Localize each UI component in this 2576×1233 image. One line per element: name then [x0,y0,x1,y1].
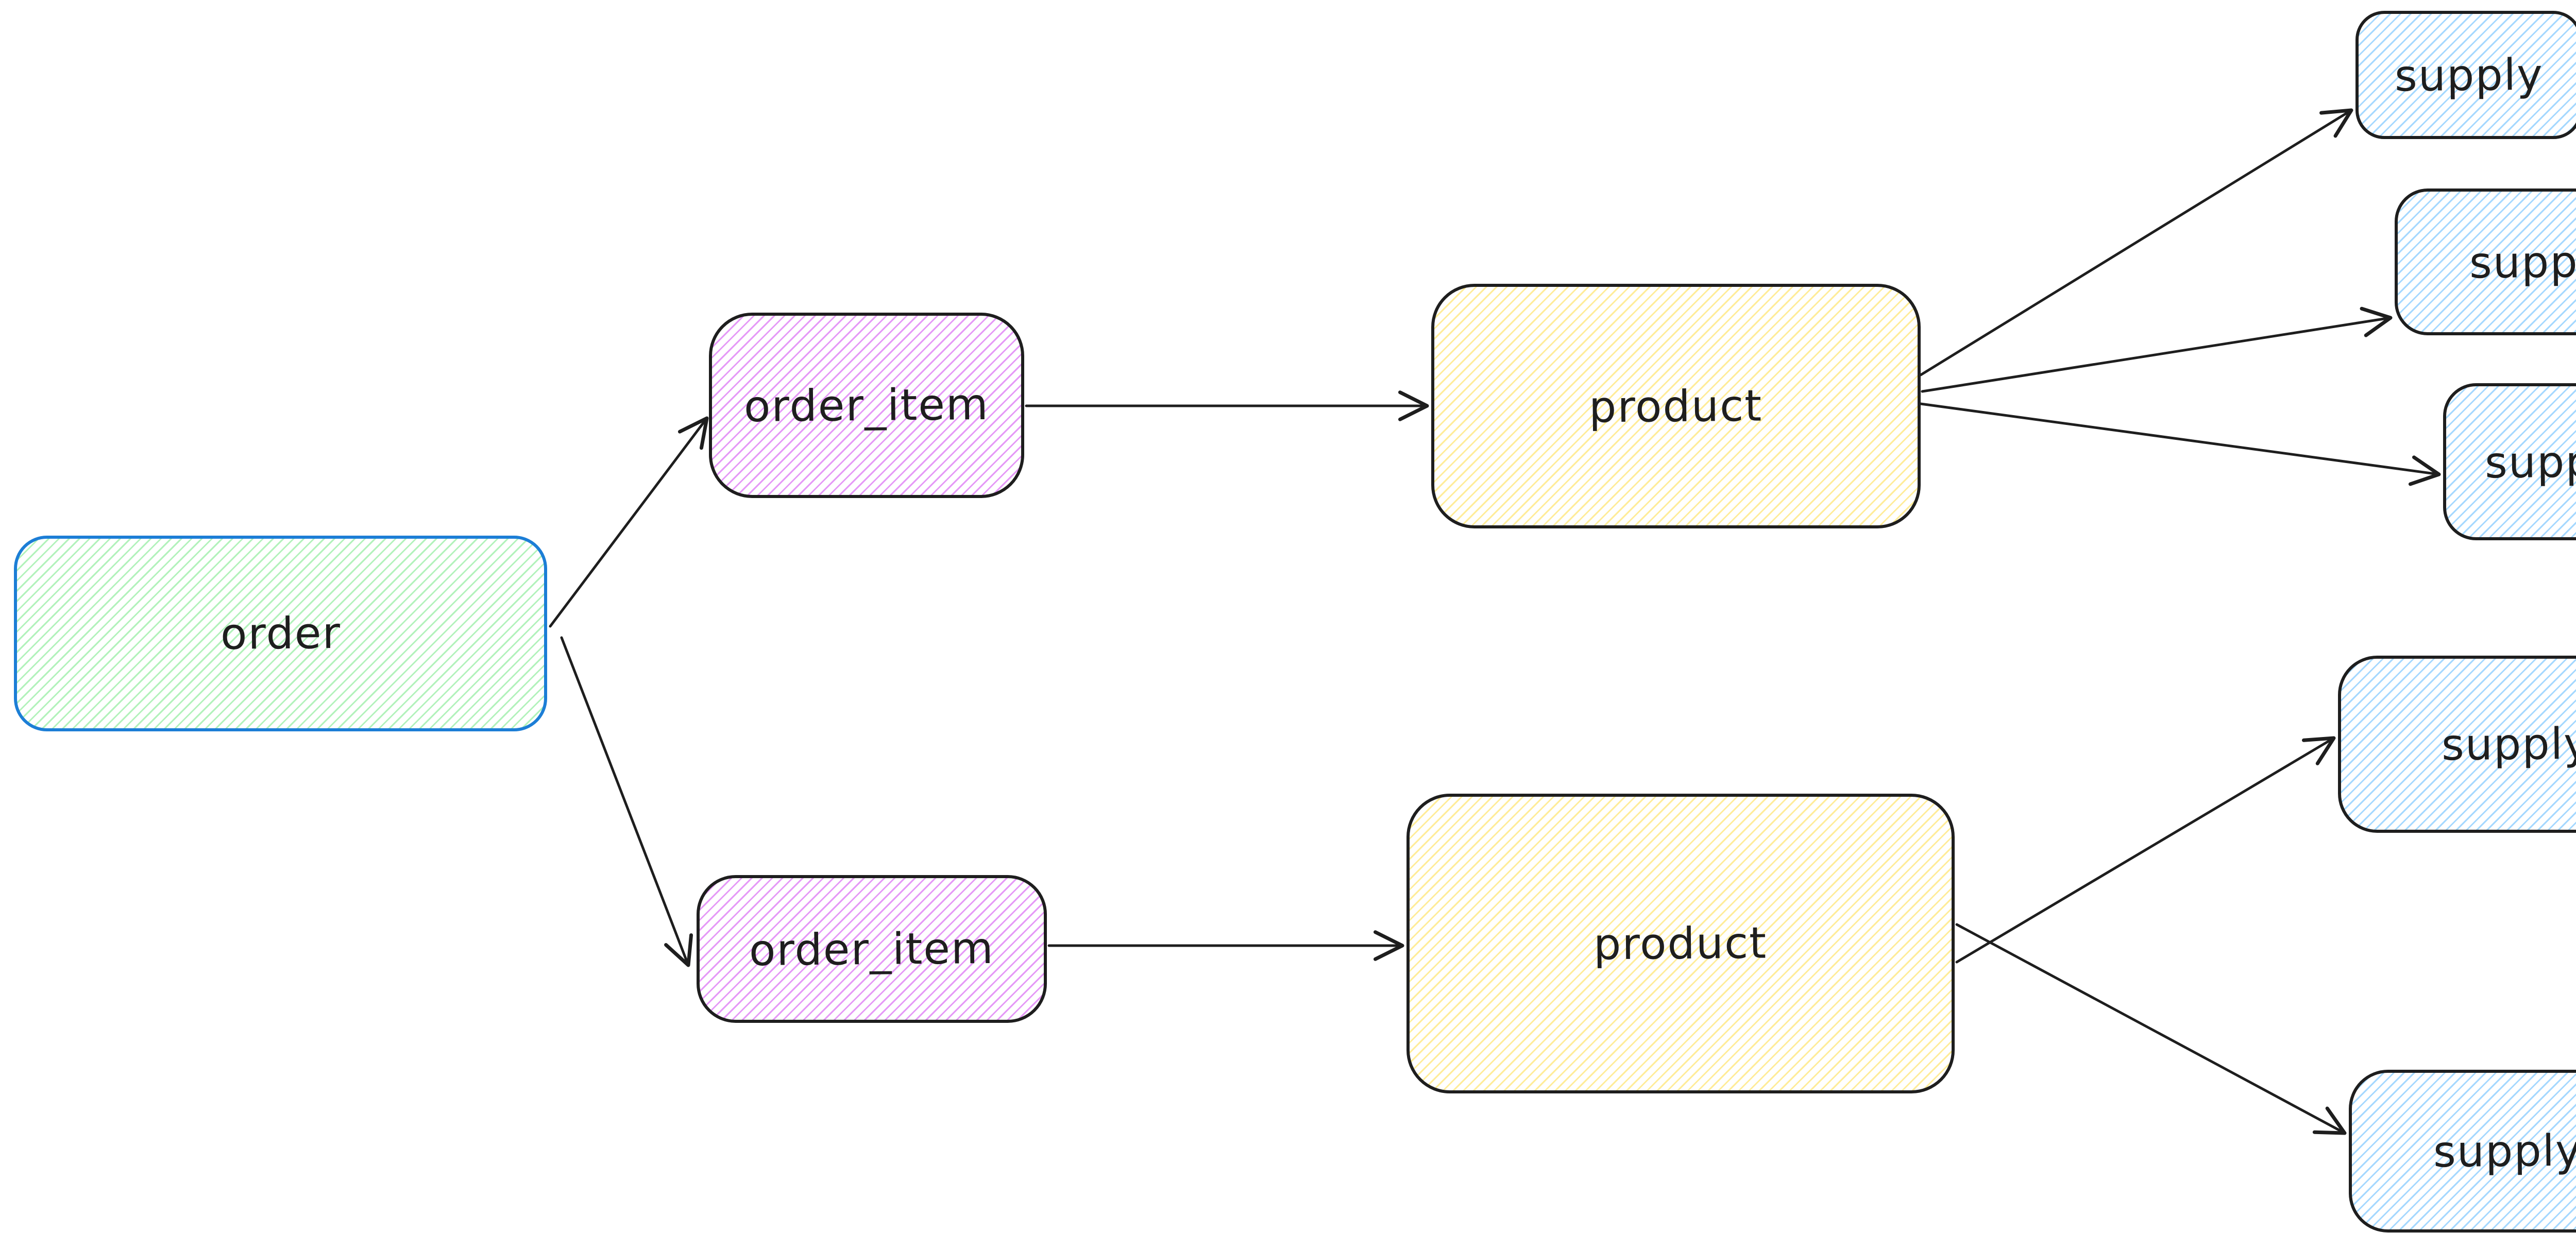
node-supply-top-3-label: supply [2484,436,2576,488]
arrow-product-1-to-supply-3[interactable] [1919,402,2441,486]
node-supply-bottom-1-label: supply [2441,718,2576,770]
node-supply-bottom-2[interactable]: supply [2349,1070,2576,1232]
arrow-order-to-order-item-2[interactable] [560,636,693,967]
node-supply-top-1-label: supply [2394,49,2544,101]
node-supply-top-2-label: supply [2469,236,2576,288]
node-product-top[interactable]: product [1431,284,1921,528]
node-order-item-top[interactable]: order_item [709,313,1024,498]
node-product-bottom-label: product [1594,917,1768,970]
node-order-item-bottom-label: order_item [749,922,995,975]
node-order[interactable]: order [14,536,547,731]
node-supply-top-2[interactable]: supply [2395,189,2576,335]
arrow-order-to-order-item-1[interactable] [549,416,709,628]
arrow-product-1-to-supply-1[interactable] [1919,108,2353,376]
node-supply-bottom-1[interactable]: supply [2338,656,2576,833]
node-supply-top-3[interactable]: supply [2443,383,2576,540]
node-supply-top-1[interactable]: supply [2355,11,2576,139]
node-order-item-bottom[interactable]: order_item [697,875,1047,1023]
arrow-product-2-to-supply-4[interactable] [1955,736,2336,964]
arrow-product-2-to-supply-5[interactable] [1955,923,2347,1135]
arrow-product-1-to-supply-2[interactable] [1921,306,2393,393]
node-order-label: order [220,607,341,660]
node-product-bottom[interactable]: product [1406,794,1955,1093]
node-product-top-label: product [1589,380,1763,432]
node-order-item-top-label: order_item [743,379,990,432]
node-supply-bottom-2-label: supply [2433,1125,2576,1177]
